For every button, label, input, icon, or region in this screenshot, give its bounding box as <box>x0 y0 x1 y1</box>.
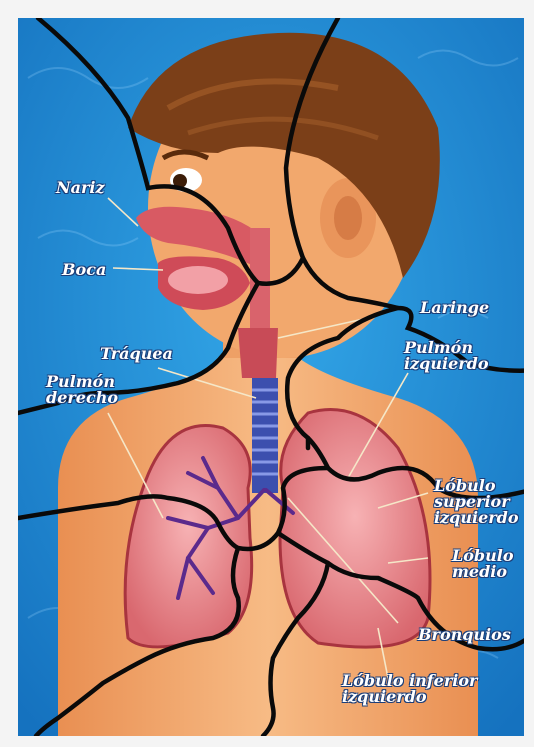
label-lobulo-superior: Lóbulo superior izquierdo <box>434 478 519 526</box>
label-lobulo-inferior: Lóbulo inferior izquierdo <box>342 673 477 705</box>
label-pulmon-izquierdo: Pulmón izquierdo <box>404 340 489 372</box>
label-nariz: Nariz <box>56 180 105 196</box>
label-traquea: Tráquea <box>100 346 173 362</box>
label-bronquios: Bronquios <box>418 627 511 643</box>
label-laringe: Laringe <box>420 300 489 316</box>
label-pulmon-derecho: Pulmón derecho <box>46 374 118 406</box>
ear-inner <box>334 196 362 240</box>
larynx <box>238 328 278 378</box>
label-boca: Boca <box>62 262 106 278</box>
label-lobulo-medio: Lóbulo medio <box>452 548 514 580</box>
trachea <box>252 378 278 493</box>
